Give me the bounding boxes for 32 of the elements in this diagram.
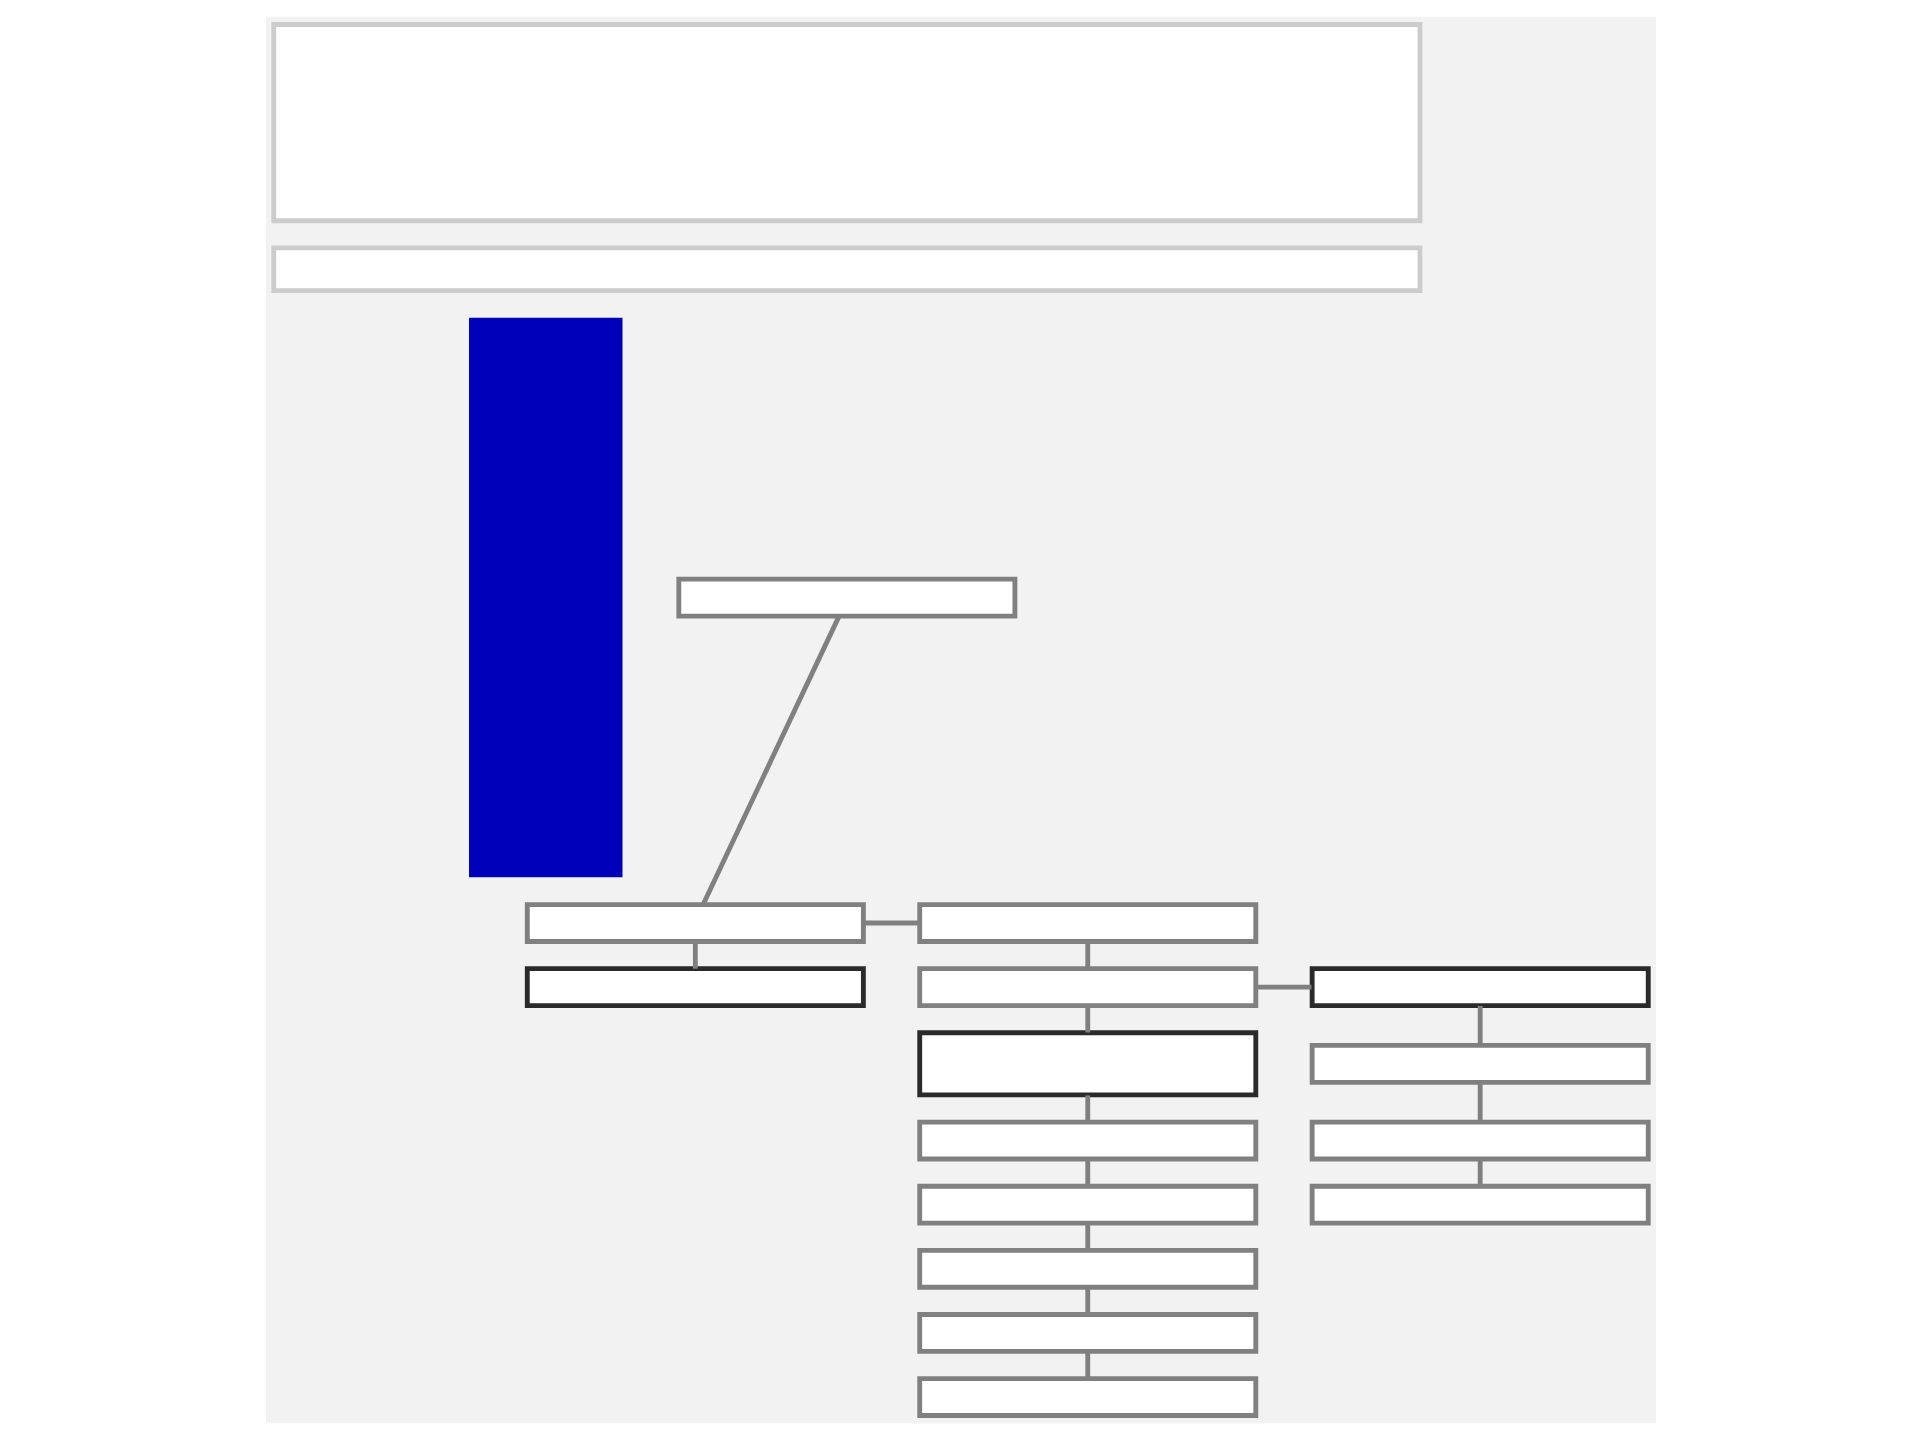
node-box [523, 966, 865, 1008]
connector [1084, 1287, 1090, 1315]
connector [1476, 1159, 1482, 1187]
node-box [675, 576, 1017, 619]
node-box [916, 1119, 1258, 1162]
connector [1476, 1005, 1482, 1046]
connector [699, 615, 840, 906]
connector [1084, 1223, 1090, 1251]
node-box [523, 902, 865, 944]
node-box [916, 902, 1258, 944]
node-box [916, 966, 1258, 1008]
node-box [916, 1030, 1258, 1098]
node-box [1308, 1183, 1650, 1226]
node-box [270, 245, 1422, 294]
connector [1084, 1005, 1090, 1033]
node-bar [468, 317, 622, 878]
node-box [916, 1183, 1258, 1226]
connector [1084, 1159, 1090, 1187]
node-box [916, 1247, 1258, 1290]
connector [1084, 1095, 1090, 1122]
node-box [1308, 1042, 1650, 1085]
node-box [916, 1312, 1258, 1354]
connector [862, 920, 919, 926]
node-box [916, 1376, 1258, 1418]
node-box [1308, 966, 1650, 1008]
node-box [1308, 1119, 1650, 1162]
connector [1084, 942, 1090, 969]
node-box [270, 22, 1422, 224]
connector [1084, 1351, 1090, 1379]
connector [691, 942, 697, 969]
connector [1255, 984, 1311, 990]
connector [1476, 1082, 1482, 1122]
